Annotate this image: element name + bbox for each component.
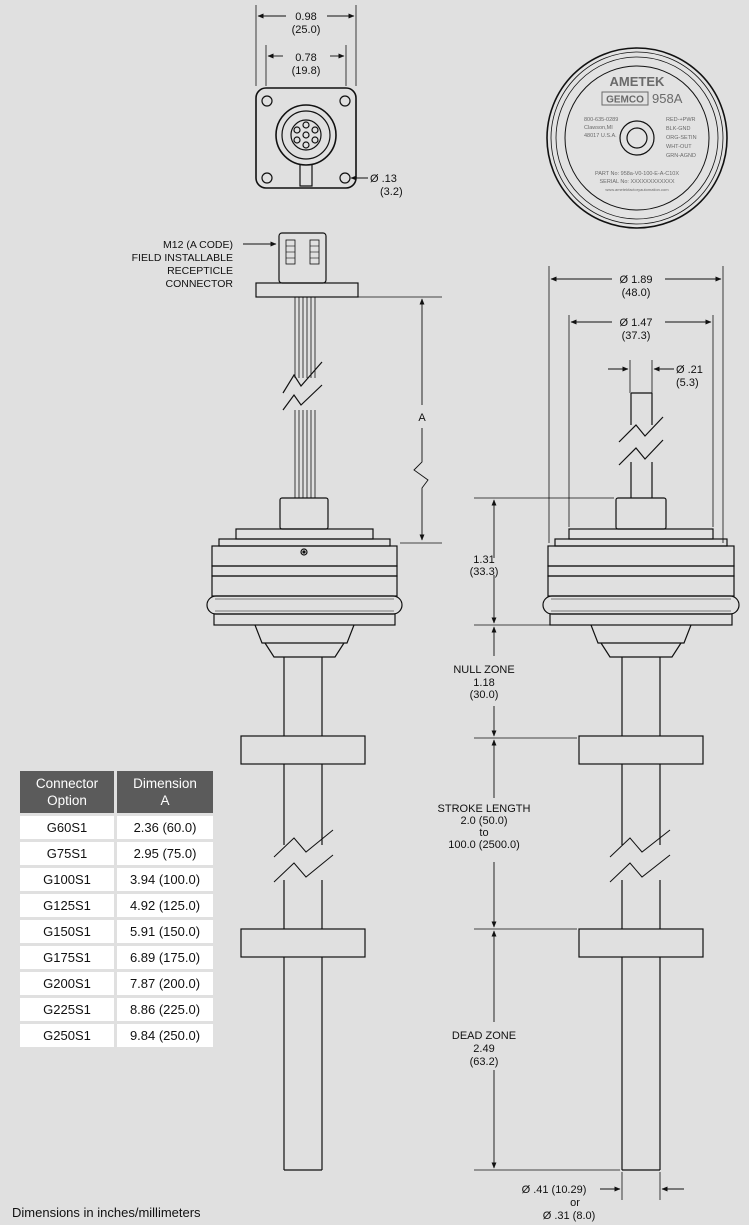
head-height-label: 1.31: [473, 554, 494, 566]
dead-zone-label: 2.49: [473, 1043, 494, 1055]
dead-zone-title: DEAD ZONE: [452, 1030, 516, 1042]
units-footnote: Dimensions in inches/millimeters: [12, 1205, 201, 1220]
width-inner-label: 0.78: [295, 52, 316, 64]
rod-dia-label-1: Ø .41 (10.29): [522, 1184, 587, 1196]
stroke-title: STROKE LENGTH: [438, 803, 531, 815]
connector-label-3: RECEPTICLE: [167, 265, 233, 277]
option-cell: G125S1: [20, 894, 114, 917]
option-cell: G225S1: [20, 998, 114, 1021]
dimension-cell: 4.92 (125.0): [117, 894, 213, 917]
dead-zone-mm-label: (63.2): [470, 1056, 499, 1068]
wiring-label-5: GRN-AGND: [666, 153, 696, 159]
null-zone-mm-label: (30.0): [470, 689, 499, 701]
connector-label-2: FIELD INSTALLABLE: [132, 252, 233, 264]
dimension-cell: 2.95 (75.0): [117, 842, 213, 865]
option-cell: G250S1: [20, 1024, 114, 1047]
right-side-view: [474, 266, 740, 1200]
outer-dia-mm-label: (48.0): [622, 287, 651, 299]
city-label: Clawson,MI: [584, 125, 613, 131]
part-no-label: PART No: 958a-V0-100-E-A-C10X: [595, 171, 679, 177]
logo-label: GEMCO: [606, 95, 644, 106]
hole-dia-mm-label: (3.2): [380, 186, 403, 198]
wiring-label-3: ORG-SETIN: [666, 135, 697, 141]
width-outer-label: 0.98: [295, 11, 316, 23]
dimension-a-label: A: [418, 412, 426, 424]
option-cell: G75S1: [20, 842, 114, 865]
outer-dia-label: Ø 1.89: [619, 274, 652, 286]
hole-dia-label: Ø .13: [370, 173, 397, 185]
stroke-line-3: 100.0 (2500.0): [448, 839, 520, 851]
stroke-line-1: 2.0 (50.0): [460, 815, 507, 827]
option-cell: G175S1: [20, 946, 114, 969]
connector-label-4: CONNECTOR: [166, 278, 234, 290]
top-view: [546, 47, 728, 229]
dimension-cell: 9.84 (250.0): [117, 1024, 213, 1047]
pin-dia-mm-label: (5.3): [676, 377, 699, 389]
header-dimension-a: Dimension A: [117, 771, 213, 813]
mounting-flange: [255, 87, 357, 189]
brand-label: AMETEK: [610, 74, 666, 89]
connector-label-1: M12 (A CODE): [163, 239, 233, 251]
magnet-bottom: [240, 928, 366, 958]
rod-or-label: or: [570, 1197, 580, 1209]
face-view: [255, 5, 368, 189]
flange-dia-label: Ø 1.47: [619, 317, 652, 329]
connector-flange: [255, 282, 359, 298]
width-inner-mm-label: (19.8): [292, 65, 321, 77]
left-side-view: [206, 232, 442, 1171]
serial-no-label: SERIAL No: XXXXXXXXXXXX: [600, 179, 675, 185]
dimension-cell: 5.91 (150.0): [117, 920, 213, 943]
width-outer-mm-label: (25.0): [292, 24, 321, 36]
pin-dia-label: Ø .21: [676, 364, 703, 376]
option-cell: G150S1: [20, 920, 114, 943]
flange-dia-mm-label: (37.3): [622, 330, 651, 342]
option-cell: G60S1: [20, 816, 114, 839]
dimension-cell: 8.86 (225.0): [117, 998, 213, 1021]
option-cell: G200S1: [20, 972, 114, 995]
rod-end-icon: [619, 120, 655, 156]
dimension-cell: 3.94 (100.0): [117, 868, 213, 891]
model-label: 958A: [652, 91, 683, 106]
dimension-cell: 6.89 (175.0): [117, 946, 213, 969]
wiring-label-1: RED-+PWR: [666, 117, 696, 123]
magnet-top: [240, 735, 366, 765]
rod-dia-label-2: Ø .31 (8.0): [543, 1210, 596, 1222]
header-connector-option: Connector Option: [20, 771, 114, 813]
option-cell: G100S1: [20, 868, 114, 891]
wiring-label-4: WHT-OUT: [666, 144, 692, 150]
stroke-line-2: to: [479, 827, 488, 839]
dimension-cell: 7.87 (200.0): [117, 972, 213, 995]
dimension-cell: 2.36 (60.0): [117, 816, 213, 839]
mount-hole-icon: [261, 95, 273, 107]
website-label: www.ametekfactoryautomation.com: [605, 187, 669, 192]
wiring-label-2: BLK-GND: [666, 126, 690, 132]
null-zone-label: 1.18: [473, 677, 494, 689]
led-icon: [300, 548, 308, 556]
break-symbol: [282, 361, 323, 394]
null-zone-title: NULL ZONE: [453, 664, 514, 676]
m12-connector-icon: [275, 104, 337, 166]
phone-label: 800-635-0289: [584, 117, 618, 123]
head-height-mm-label: (33.3): [470, 566, 499, 578]
zip-label: 48017 U.S.A.: [584, 133, 617, 139]
